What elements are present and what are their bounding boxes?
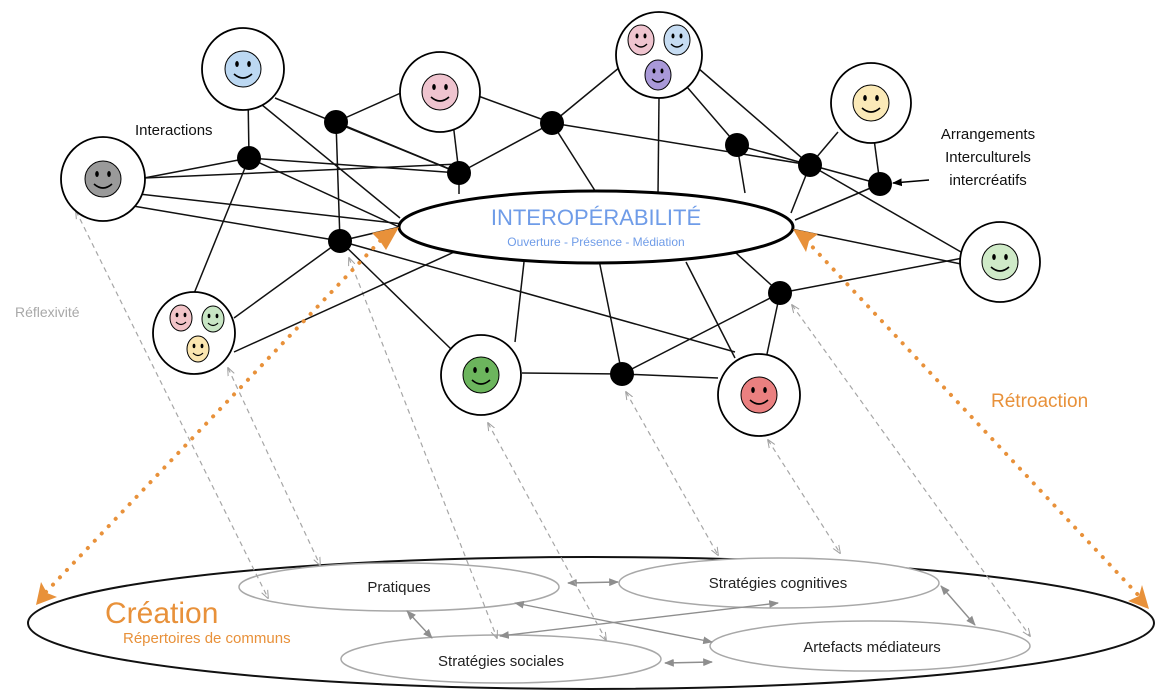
repertoire-area: Pratiques Stratégies cognitives Stratégi… <box>27 556 1155 690</box>
person-node-pink <box>399 51 481 133</box>
smiley-face-icon <box>981 243 1019 281</box>
person-nodes <box>60 11 1041 437</box>
smiley-face-icon <box>740 376 778 414</box>
smiley-face-icon <box>644 59 672 91</box>
creation-label: Création <box>105 597 218 630</box>
smiley-face-icon <box>421 73 459 111</box>
arrowhead-icon <box>36 582 57 605</box>
junction-node <box>237 146 261 170</box>
junction-node <box>798 153 822 177</box>
interoperability-title: INTEROPÉRABILITÉ <box>491 205 701 230</box>
smiley-face-icon <box>627 24 655 56</box>
arrowhead-icon <box>1128 585 1149 609</box>
smiley-face-icon <box>201 305 225 333</box>
junction-node <box>328 229 352 253</box>
strategies-sociales-label: Stratégies sociales <box>438 653 564 670</box>
smiley-face-icon <box>663 24 691 56</box>
interactions-label: Interactions <box>135 122 213 139</box>
network-edges <box>132 66 964 379</box>
arrangements-pointer-arrow <box>892 178 930 187</box>
smiley-face-icon <box>462 356 500 394</box>
arrangements-line-3: intercréatifs <box>949 172 1027 189</box>
person-node-grey <box>60 136 146 222</box>
retroaction-dotted-line <box>804 238 1143 600</box>
smiley-face-icon <box>84 160 122 198</box>
arrowhead-icon <box>372 227 399 250</box>
pratiques-label: Pratiques <box>367 579 430 596</box>
person-node-yellow <box>830 62 912 144</box>
repertoires-label: Répertoires de communs <box>123 630 291 647</box>
arrangements-line-1: Arrangements <box>941 126 1035 143</box>
smiley-face-icon <box>224 50 262 88</box>
junction-node <box>324 110 348 134</box>
smiley-face-icon <box>169 304 193 332</box>
junction-node <box>768 281 792 305</box>
strategies-cognitives-label: Stratégies cognitives <box>709 575 847 592</box>
reflexivity-arrows <box>76 211 1030 640</box>
arrowhead-icon <box>793 229 818 252</box>
junction-node <box>610 362 634 386</box>
person-group-left <box>152 291 236 375</box>
junction-node <box>540 111 564 135</box>
feedback-arrows <box>36 227 1149 609</box>
smiley-face-icon <box>186 335 210 363</box>
interoperability-subtitle: Ouverture - Présence - Médiation <box>507 235 684 249</box>
arrangements-line-2: Interculturels <box>945 149 1031 166</box>
junction-node <box>447 161 471 185</box>
creation-to-center-dotted-line <box>44 238 383 594</box>
interoperability-hub: INTEROPÉRABILITÉ Ouverture - Présence - … <box>397 189 795 265</box>
retroaction-label: Rétroaction <box>991 391 1088 412</box>
smiley-face-icon <box>852 84 890 122</box>
arrangements-label: Arrangements Interculturels intercréatif… <box>941 126 1035 189</box>
person-node-blue <box>201 27 285 111</box>
person-node-red <box>717 353 801 437</box>
junction-node <box>725 133 749 157</box>
junction-node <box>868 172 892 196</box>
person-group-top <box>615 11 703 99</box>
artefacts-mediateurs-label: Artefacts médiateurs <box>803 639 941 656</box>
junction-nodes <box>237 110 892 386</box>
person-node-green <box>440 334 522 416</box>
reflexivite-label: Réflexivité <box>15 304 80 320</box>
person-node-light-green <box>959 221 1041 303</box>
